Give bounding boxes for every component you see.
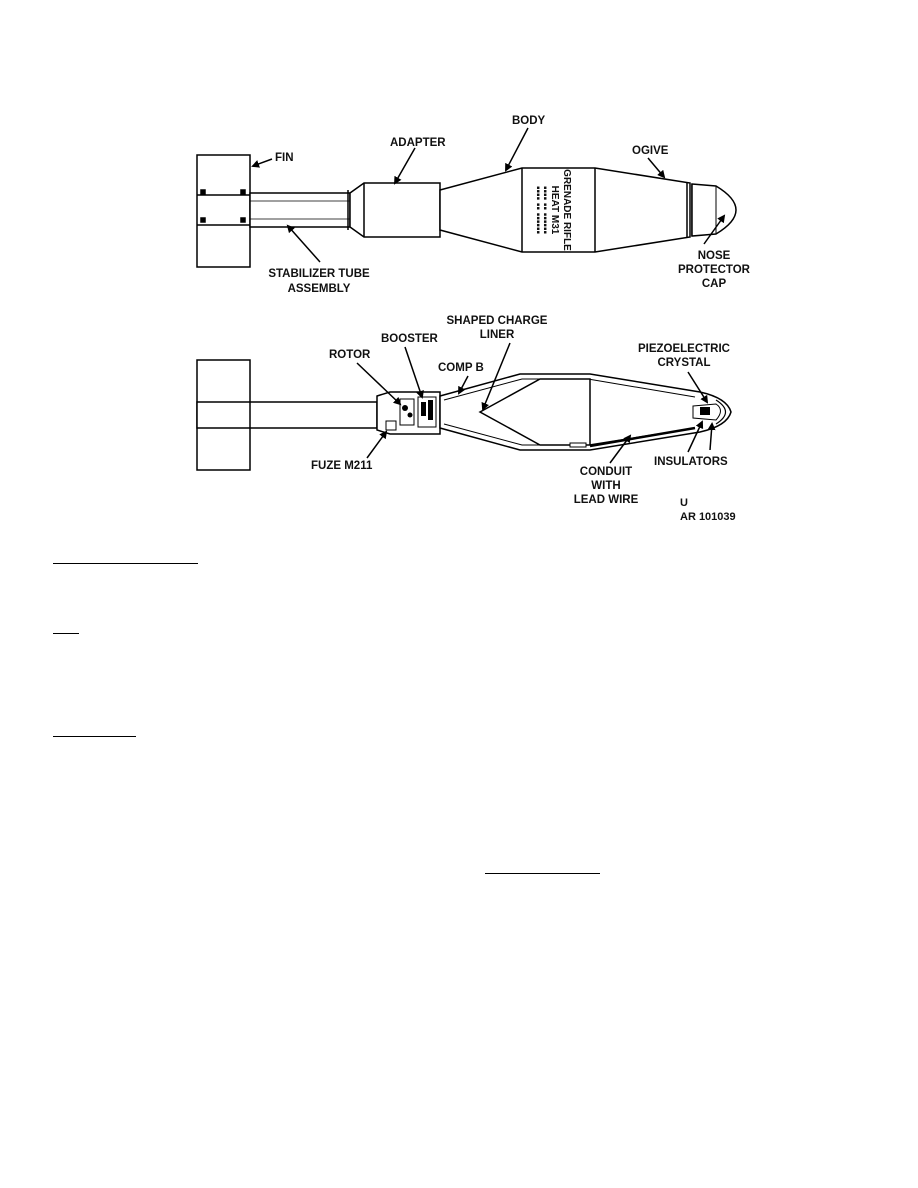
external-view: GRENADE RIFLE HEAT M31 ▪▪▪▪ ▪▪ ▪▪▪▪▪▪ ▪▪… [196, 127, 737, 268]
label-ogive: OGIVE [632, 145, 669, 157]
label-conduit-line1: CONDUIT [580, 466, 632, 478]
label-shaped-line2: LINER [480, 329, 515, 341]
heading-rule-1 [53, 563, 198, 564]
nose-cap-shape [691, 183, 737, 237]
fin-shape [196, 154, 251, 268]
label-rotor: ROTOR [329, 349, 371, 361]
cutaway-view [196, 342, 732, 471]
label-nose-line3: CAP [702, 278, 727, 290]
body-shape [439, 167, 691, 253]
label-piezo-line2: CRYSTAL [657, 357, 710, 369]
figure-code-line2: AR 101039 [680, 511, 736, 523]
label-comp-b: COMP B [438, 362, 484, 374]
body-marking-line4: ▪▪▪▪ ▪▪ ▪▪▪▪▪▪ [532, 186, 543, 235]
cutaway-labels: ROTOR BOOSTER SHAPED CHARGE LINER COMP B… [311, 315, 736, 523]
label-fin: FIN [275, 152, 294, 164]
label-adapter: ADAPTER [390, 137, 446, 149]
figure-code-line1: U [680, 497, 688, 509]
label-shaped-line1: SHAPED CHARGE [447, 315, 548, 327]
label-conduit-line2: WITH [591, 480, 620, 492]
label-piezo-line1: PIEZOELECTRIC [638, 343, 730, 355]
stabilizer-tube-shape [249, 192, 351, 228]
external-labels: FIN ADAPTER BODY OGIVE STABILIZER TUBE A… [268, 115, 750, 295]
body-marking-line3: ▪▪▪▪ ▪▪ ▪▪▪▪▪▪ [539, 186, 550, 235]
label-nose-line2: PROTECTOR [678, 264, 751, 276]
body-marking-line2: HEAT M31 [549, 186, 560, 235]
label-fuze: FUZE M211 [311, 460, 373, 472]
heading-rule-2 [53, 633, 79, 634]
label-stabilizer-line1: STABILIZER TUBE [268, 268, 370, 280]
cutaway-tube-shape [196, 401, 378, 429]
label-body: BODY [512, 115, 546, 127]
heading-rule-4 [485, 873, 600, 874]
heading-rule-3 [53, 736, 136, 737]
label-conduit-line3: LEAD WIRE [574, 494, 639, 506]
label-stabilizer-line2: ASSEMBLY [288, 283, 351, 295]
label-nose-line1: NOSE [698, 250, 731, 262]
label-booster: BOOSTER [381, 333, 439, 345]
label-insulators: INSULATORS [654, 456, 728, 468]
body-marking-line1: GRENADE RIFLE [561, 169, 572, 251]
